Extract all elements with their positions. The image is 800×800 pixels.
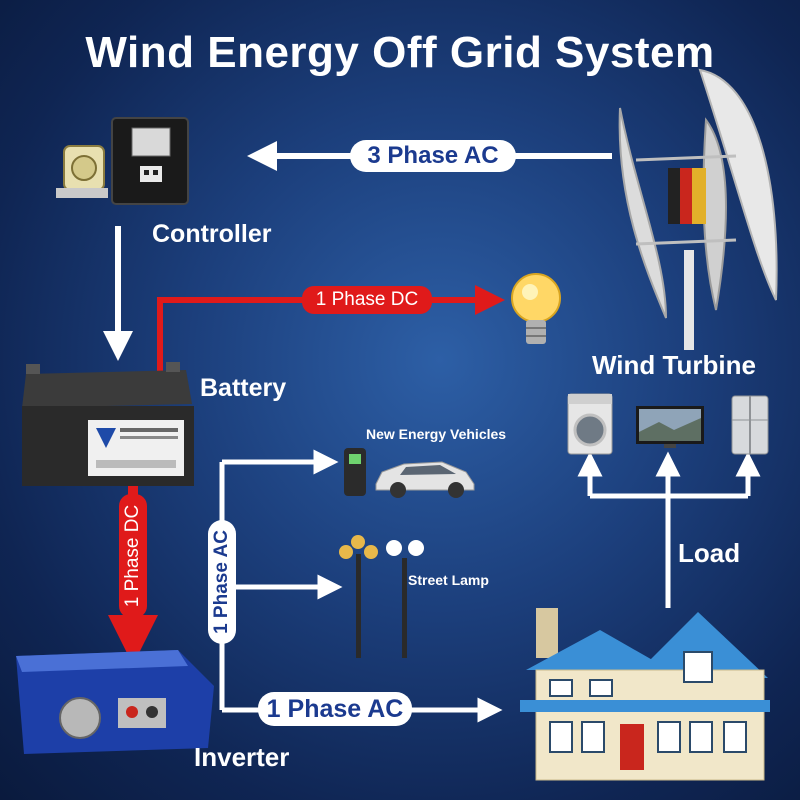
inverter-label: Inverter <box>194 742 290 772</box>
controller-icon <box>56 117 189 205</box>
flow-label-battery-to-inverter-pill: 1 Phase DC <box>119 494 147 618</box>
flow-label-inverter-branch-pill: 1 Phase AC <box>208 520 236 644</box>
house-icon <box>520 608 770 781</box>
wind-turbine-label: Wind Turbine <box>592 350 756 380</box>
car-icon <box>375 461 475 498</box>
page-title: Wind Energy Off Grid System <box>85 28 715 77</box>
battery-icon <box>22 362 194 486</box>
battery-label: Battery <box>200 374 287 402</box>
flow-label-battery-to-bulb: 1 Phase DC <box>302 286 432 314</box>
tv-icon <box>636 406 704 448</box>
street-lamp-icon <box>339 535 424 658</box>
load-label: Load <box>678 538 741 568</box>
new-energy-vehicles-label: New Energy Vehicles <box>366 426 507 442</box>
flow-label-3-phase-ac: 3 Phase AC <box>350 140 516 172</box>
washing-machine-icon <box>567 393 613 455</box>
refrigerator-icon <box>731 395 769 455</box>
flow-label-battery-to-inverter: 1 Phase DC <box>122 504 143 608</box>
wind-turbine-icon <box>618 68 778 350</box>
street-lamp-label: Street Lamp <box>408 572 489 588</box>
ev-charger-icon <box>344 448 366 496</box>
light-bulb-icon <box>511 273 561 344</box>
flow-label-inverter-branch: 1 Phase AC <box>211 530 232 634</box>
flow-label-inverter-to-house: 1 Phase AC <box>258 692 412 726</box>
controller-label: Controller <box>152 220 272 248</box>
inverter-icon <box>16 650 214 754</box>
